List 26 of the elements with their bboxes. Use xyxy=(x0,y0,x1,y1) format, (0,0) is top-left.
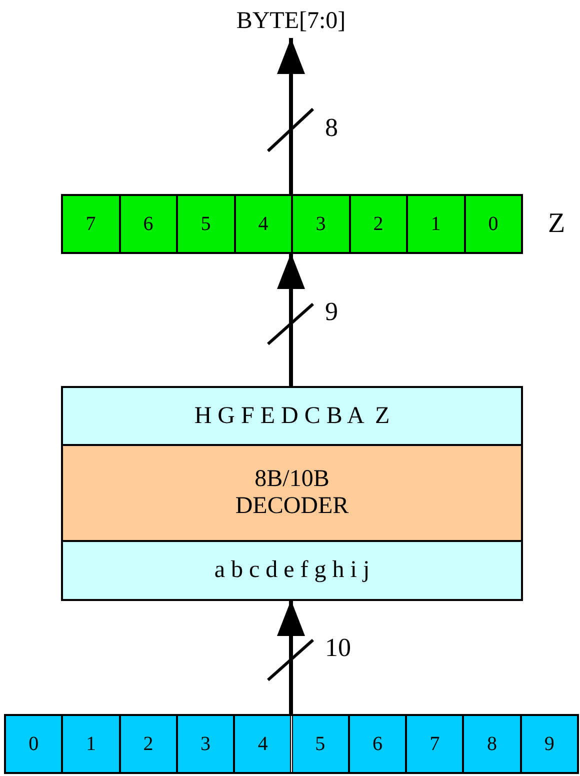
register-cell: 6 xyxy=(348,715,406,773)
register-cell: 2 xyxy=(120,715,177,773)
register-cell: 6 xyxy=(120,195,177,253)
output-band: H G F E D C B A Z xyxy=(62,387,522,445)
register-name: Z xyxy=(548,208,566,240)
register-cell: 3 xyxy=(292,195,350,253)
register-cell: 5 xyxy=(177,195,234,253)
register-cell: 2 xyxy=(350,195,407,253)
register-cell: 9 xyxy=(520,715,578,773)
bus-label: BYTE[7:0] xyxy=(236,8,346,34)
input-band: a b c d e f g h i j xyxy=(62,541,522,600)
register-cell: 4 xyxy=(234,715,292,773)
register-cell: 5 xyxy=(292,715,349,773)
register-cell: 7 xyxy=(62,195,120,253)
register-cell: 7 xyxy=(406,715,464,773)
register-cell: 1 xyxy=(62,715,120,773)
decoder-band: 8B/10B DECODER xyxy=(62,445,522,541)
register-cell: 4 xyxy=(234,195,292,253)
register-cell: 3 xyxy=(176,715,234,773)
register-box xyxy=(62,195,522,253)
decoder-block xyxy=(62,387,522,600)
register-cell: 0 xyxy=(464,195,522,253)
register-box xyxy=(5,715,578,773)
register-cell: 0 xyxy=(5,715,62,773)
register-cell: 8 xyxy=(463,715,521,773)
register-cell: 1 xyxy=(407,195,464,253)
